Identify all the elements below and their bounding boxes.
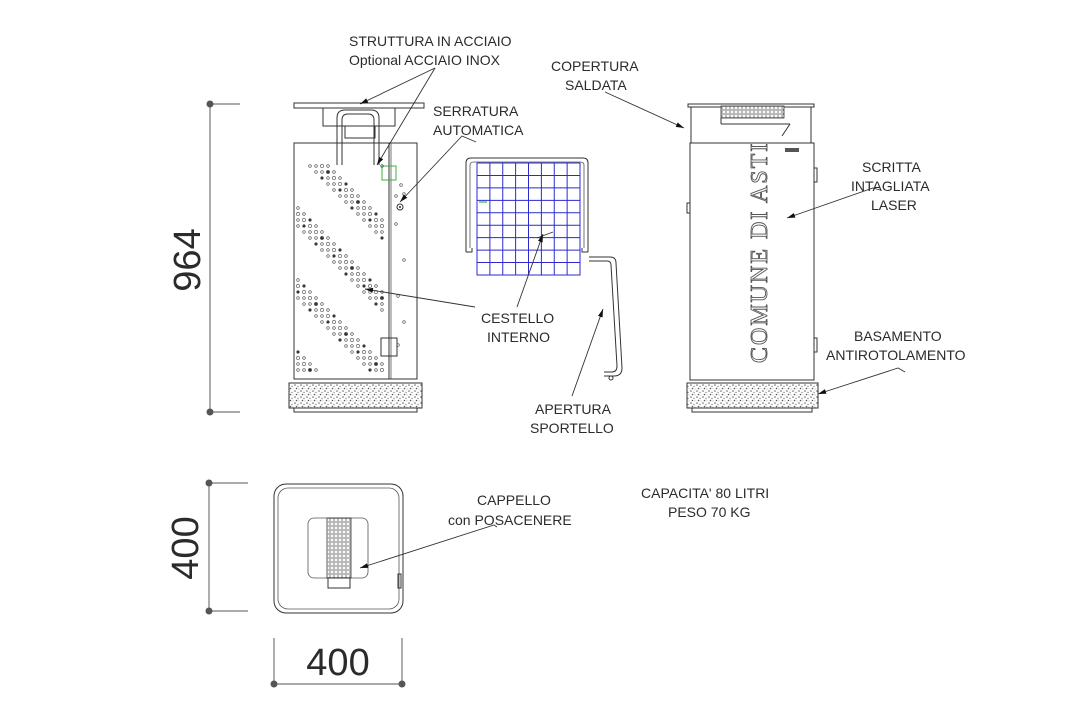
label-scritta-2: INTAGLIATA [851, 178, 930, 194]
label-basamento-2: ANTIROTOLAMENTO [826, 347, 966, 363]
basket-grid [476, 162, 581, 276]
perforation-pattern [296, 164, 406, 372]
label-serratura-2: AUTOMATICA [433, 122, 524, 138]
label-apertura-2: SPORTELLO [530, 420, 614, 436]
plan-depth-dimension: 400 [165, 479, 248, 615]
spec-capacity: CAPACITA' 80 LITRI [641, 485, 769, 501]
label-cappello-2: con POSACENERE [448, 512, 572, 528]
engraved-text: COMUNE DI ASTI [747, 142, 773, 363]
spec-weight: PESO 70 KG [668, 504, 750, 520]
annotation-labels: STRUTTURA IN ACCIAIO Optional ACCIAIO IN… [349, 33, 966, 528]
label-scritta-1: SCRITTA [862, 159, 922, 175]
label-apertura-1: APERTURA [535, 401, 612, 417]
side-view: COMUNE DI ASTI [686, 103, 819, 413]
label-struttura-2: Optional ACCIAIO INOX [349, 52, 501, 68]
plan-width-dimension: 400 [270, 638, 406, 688]
label-cappello-1: CAPPELLO [477, 492, 551, 508]
label-cestello-1: CESTELLO [481, 310, 554, 326]
label-copertura-1: COPERTURA [551, 58, 639, 74]
plan-width-value: 400 [306, 642, 369, 684]
label-serratura-1: SERRATURA [433, 103, 519, 119]
plan-depth-value: 400 [165, 516, 207, 579]
plan-view [273, 483, 404, 614]
label-copertura-2: SALDATA [565, 77, 627, 93]
label-struttura-1: STRUTTURA IN ACCIAIO [349, 33, 512, 49]
height-dimension-value: 964 [167, 228, 209, 291]
leader-lines [359, 67, 906, 569]
front-view [288, 102, 425, 413]
height-dimension: 964 [167, 100, 240, 416]
label-cestello-2: INTERNO [487, 329, 550, 345]
label-basamento-1: BASAMENTO [854, 328, 942, 344]
inner-basket-view [465, 157, 623, 381]
label-scritta-3: LASER [871, 197, 917, 213]
